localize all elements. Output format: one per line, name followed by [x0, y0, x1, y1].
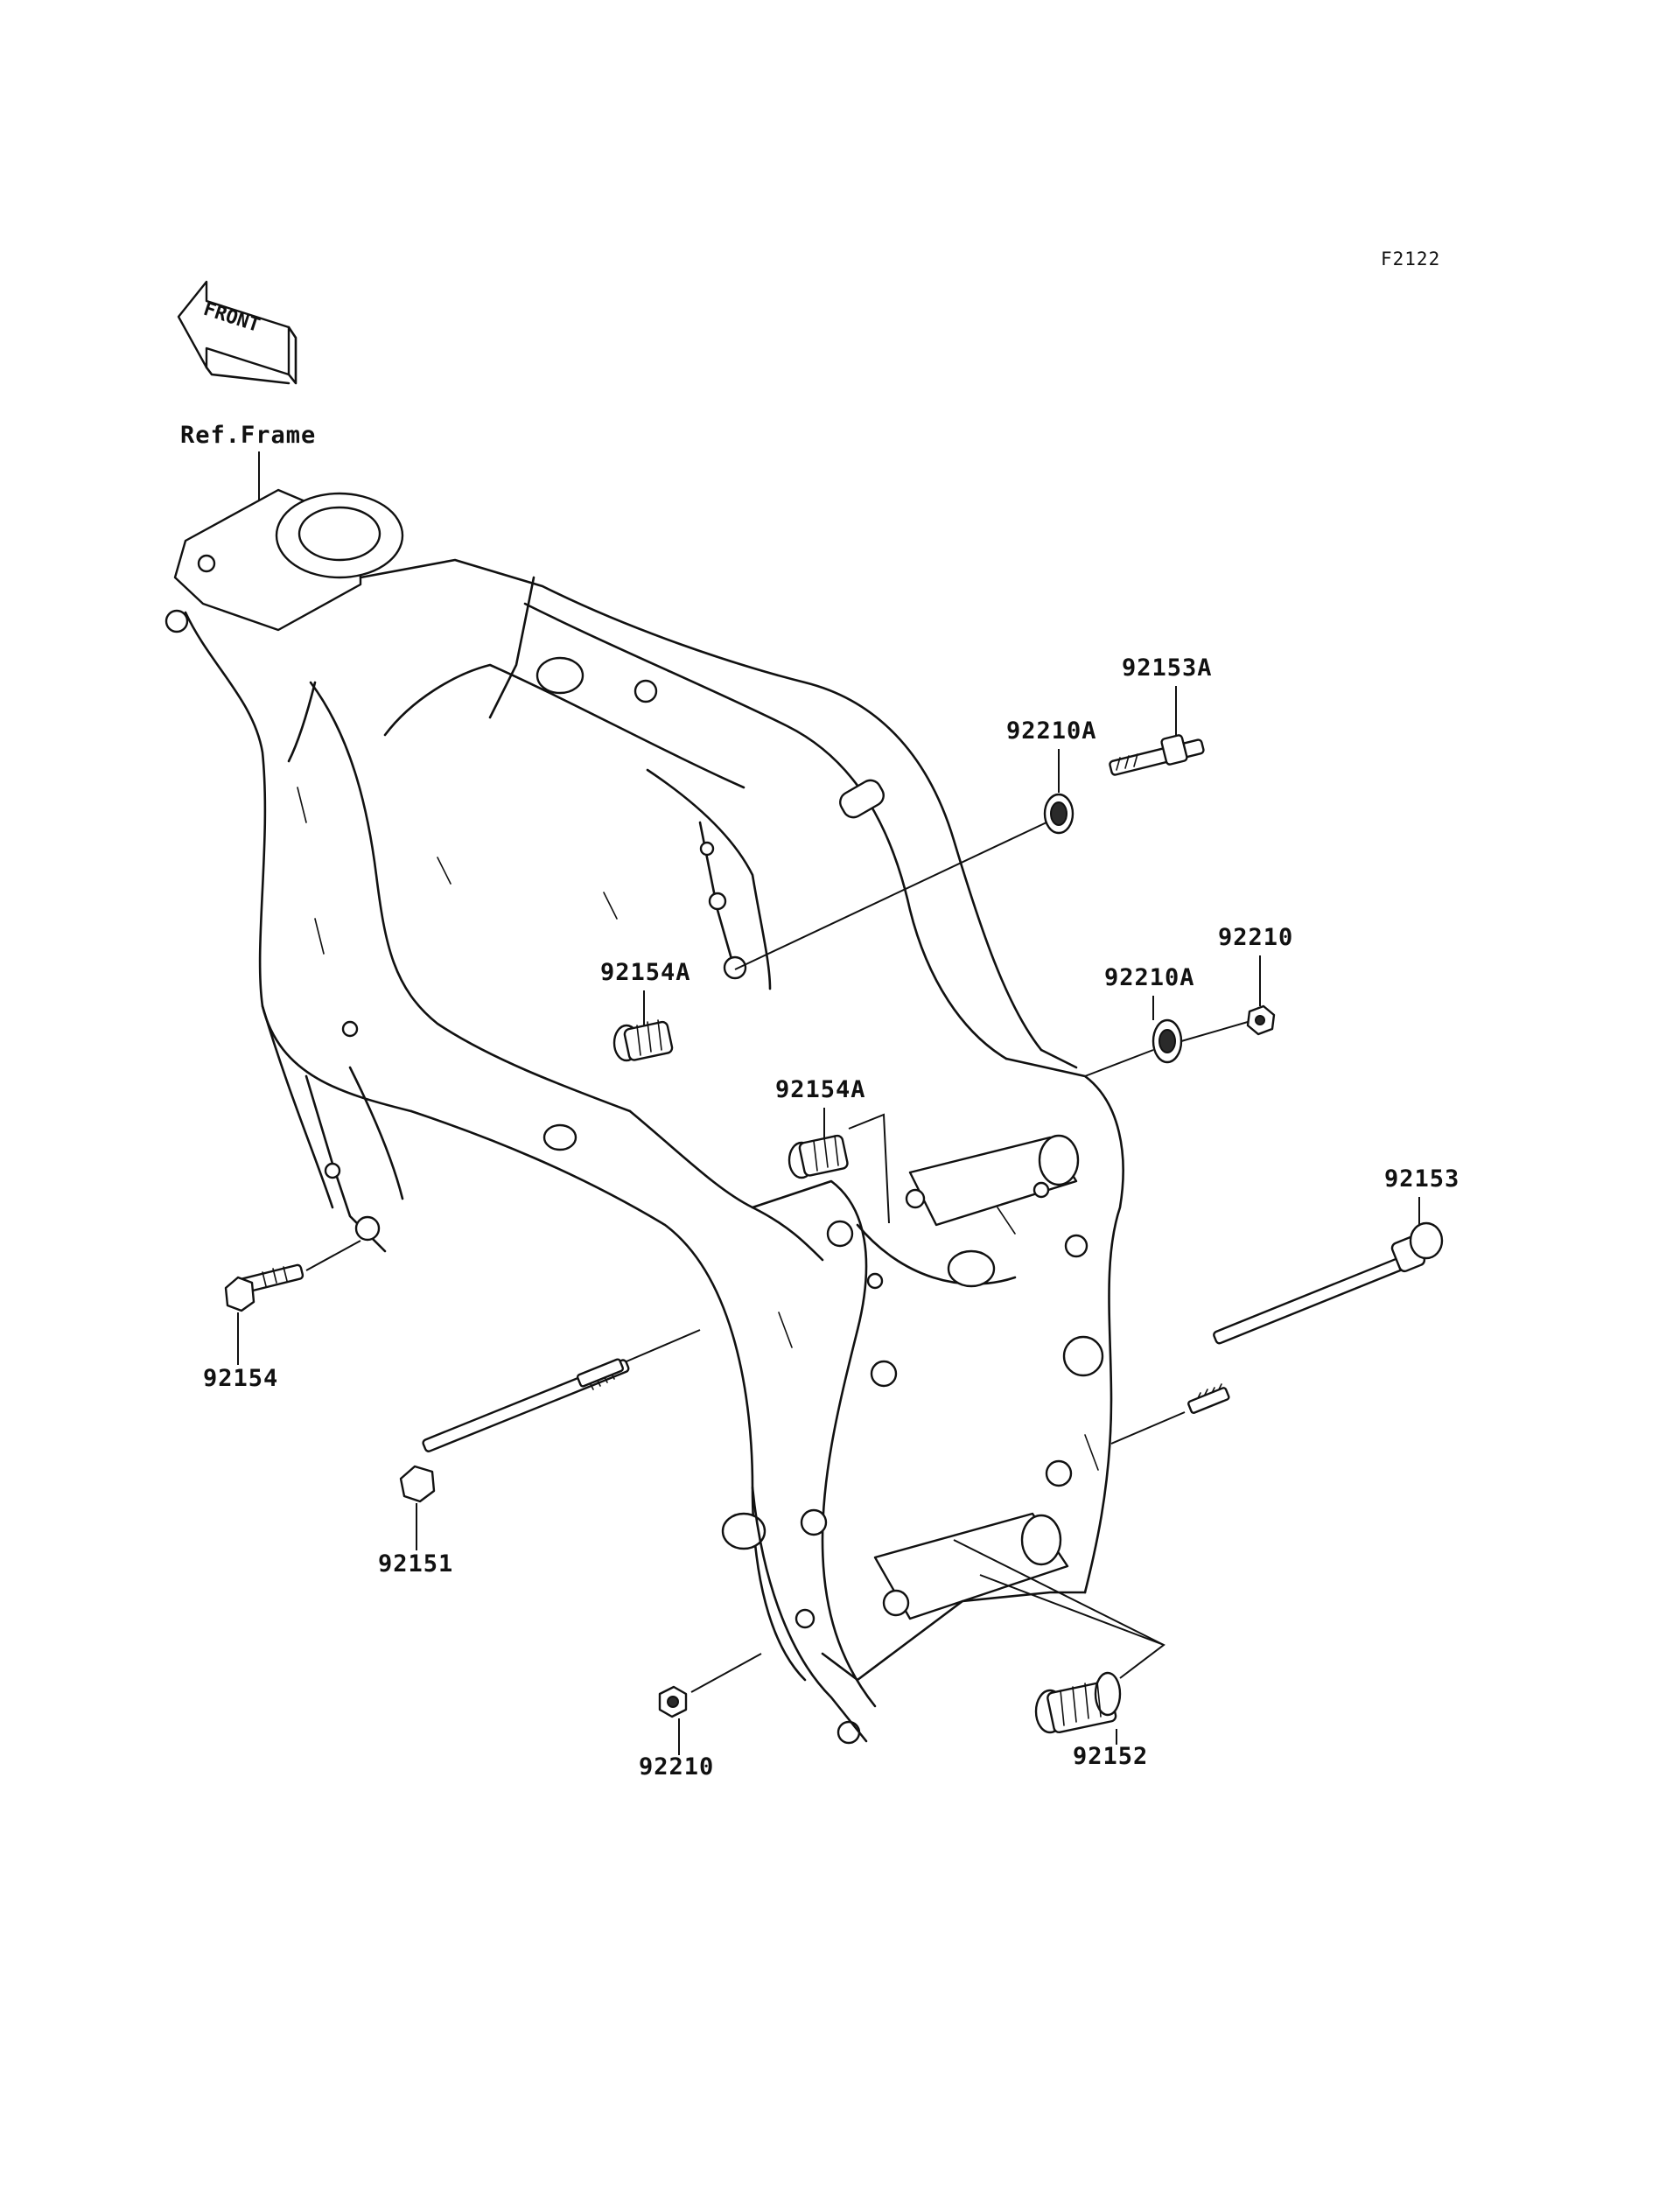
spacer-92154a-left	[612, 1019, 674, 1062]
part-label-92210-right: 92210	[1218, 924, 1293, 951]
nut-92210-bottom	[658, 1685, 688, 1718]
front-arrow-icon: FRONT	[177, 280, 298, 385]
damper-92210a-top	[1043, 793, 1074, 835]
bolt-92154	[224, 1263, 304, 1312]
diagram-code: F2122	[1381, 248, 1440, 269]
part-label-92210a-mid: 92210A	[1104, 964, 1195, 991]
damper-92210a-mid	[1152, 1018, 1183, 1064]
bolt-92153a	[1109, 734, 1205, 776]
nut-92210-right	[1246, 1004, 1276, 1036]
part-label-92154a-center: 92154A	[775, 1076, 866, 1103]
part-label-92210a-top: 92210A	[1006, 717, 1097, 745]
spacer-92154a-center	[788, 1134, 849, 1179]
part-label-92153: 92153	[1384, 1165, 1460, 1193]
bolt-92153	[1187, 1221, 1444, 1414]
part-label-92151: 92151	[378, 1550, 453, 1578]
part-label-92153a: 92153A	[1122, 654, 1213, 682]
part-label-92210-bottom: 92210	[639, 1753, 714, 1781]
bolt-92151	[399, 1358, 630, 1503]
part-label-92152: 92152	[1073, 1743, 1148, 1770]
ref-frame-label: Ref.Frame	[180, 422, 316, 449]
part-label-92154: 92154	[203, 1365, 278, 1392]
spacer-92152	[1034, 1671, 1122, 1734]
motorcycle-frame	[164, 488, 1124, 1745]
part-label-92154a-left: 92154A	[600, 959, 691, 986]
